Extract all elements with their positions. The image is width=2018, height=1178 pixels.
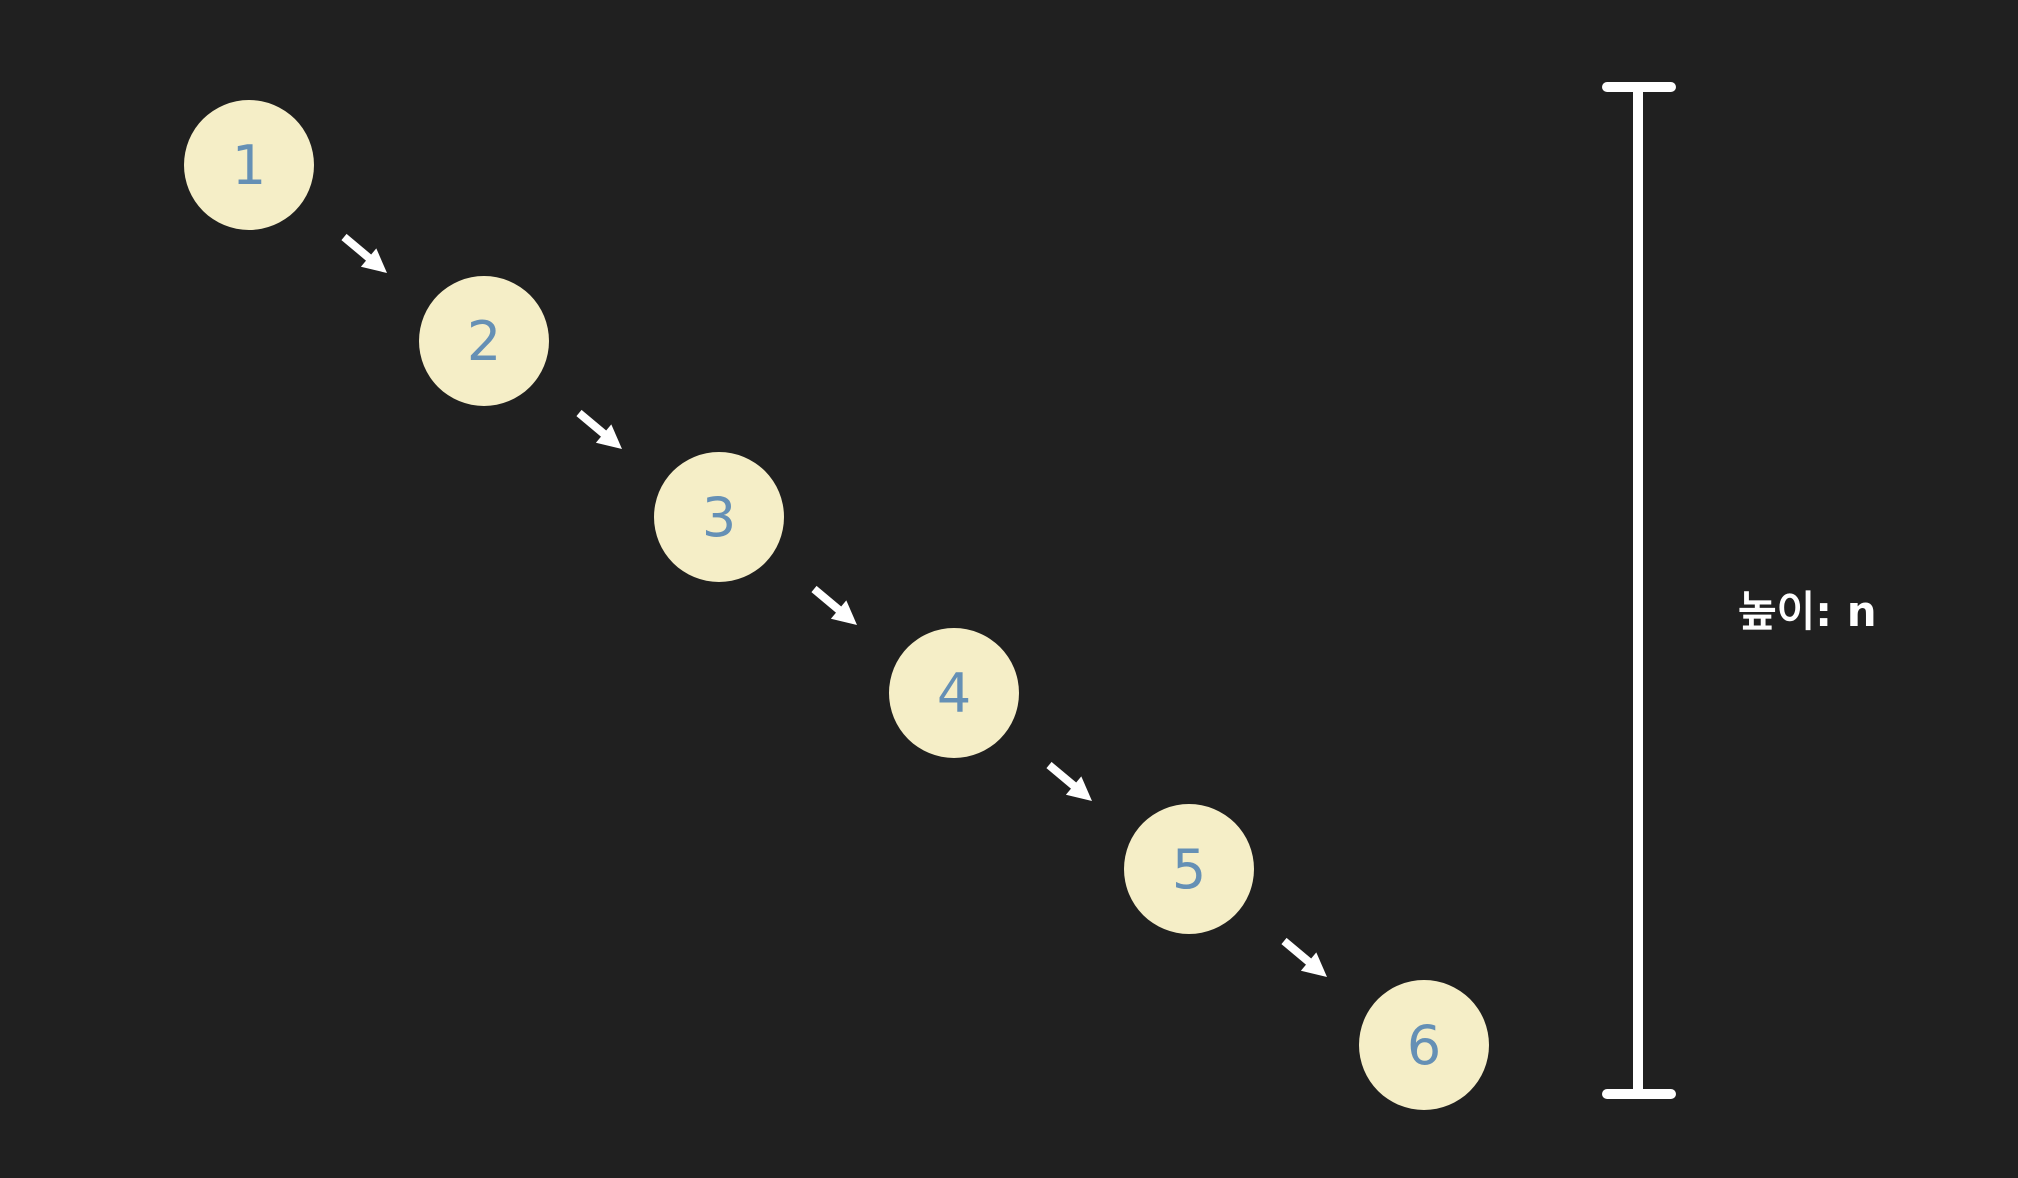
tree-node-circle xyxy=(1359,980,1489,1110)
tree-node-circle xyxy=(184,100,314,230)
tree-node-label: 4 xyxy=(937,662,971,725)
nodes-group: 1 2 3 4 5 6 xyxy=(184,100,1489,1110)
arrow-shaft xyxy=(341,233,373,262)
tree-node-label: 5 xyxy=(1172,838,1206,901)
arrow-down-right-icon xyxy=(576,409,622,449)
tree-node-label: 6 xyxy=(1407,1014,1441,1077)
arrow-head xyxy=(1065,776,1092,801)
arrow-shaft xyxy=(1046,761,1078,790)
tree-node-label: 2 xyxy=(467,310,501,373)
arrow-head xyxy=(830,600,857,625)
tree-node: 5 xyxy=(1124,804,1254,934)
arrow-head xyxy=(360,248,387,273)
arrow-head xyxy=(1300,952,1327,977)
tree-node: 4 xyxy=(889,628,1019,758)
tree-node: 3 xyxy=(654,452,784,582)
arrow-down-right-icon xyxy=(1046,761,1092,801)
edges-group xyxy=(341,233,1327,977)
arrow-shaft xyxy=(576,409,608,438)
arrow-down-right-icon xyxy=(1281,937,1327,977)
tree-node-circle xyxy=(654,452,784,582)
arrow-shaft xyxy=(811,585,843,614)
tree-node-label: 1 xyxy=(232,134,266,197)
height-label: 높이: n xyxy=(1738,587,1877,636)
tree-node: 6 xyxy=(1359,980,1489,1110)
tree-node-circle xyxy=(889,628,1019,758)
arrow-down-right-icon xyxy=(341,233,387,273)
arrow-shaft xyxy=(1281,937,1313,966)
height-indicator: 높이: n xyxy=(1602,82,1877,1099)
arrow-head xyxy=(595,424,622,449)
tree-node: 2 xyxy=(419,276,549,406)
tree-node-circle xyxy=(419,276,549,406)
tree-node-circle xyxy=(1124,804,1254,934)
tree-node-label: 3 xyxy=(702,486,736,549)
arrow-down-right-icon xyxy=(811,585,857,625)
tree-node: 1 xyxy=(184,100,314,230)
